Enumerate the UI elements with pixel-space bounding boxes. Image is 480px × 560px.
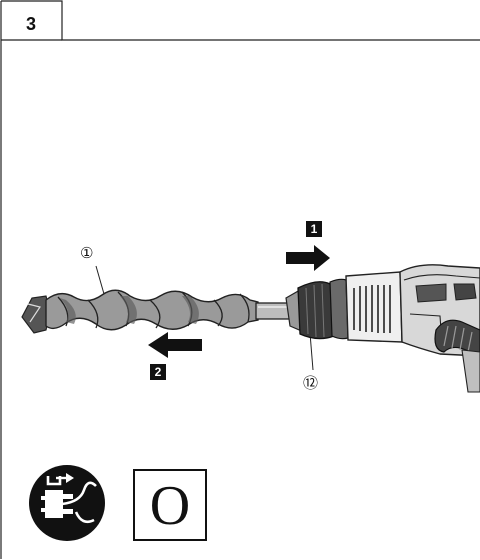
rotary-hammer-icon	[285, 264, 480, 393]
callout-drill-bit: ①	[80, 244, 94, 262]
unplug-icon	[29, 465, 105, 541]
callout-chuck: ⑫	[303, 374, 319, 392]
mode-o-icon: O	[133, 469, 207, 541]
drill-bit-icon	[21, 289, 291, 334]
insert-arrow	[286, 245, 330, 271]
figure-number: 3	[26, 14, 37, 34]
mode-letter: O	[149, 475, 191, 537]
remove-arrow	[148, 332, 202, 358]
step-1-badge: 1	[306, 221, 322, 237]
step-2-badge: 2	[150, 364, 166, 380]
